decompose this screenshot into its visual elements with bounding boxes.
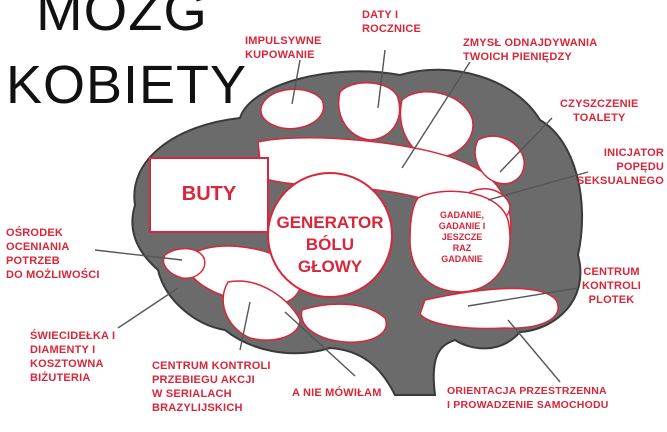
- pointer-centrum-akcji: [239, 301, 251, 351]
- brain-regions: [162, 82, 559, 343]
- label-osrodek: OŚRODEK OCENIANIA POTRZEB DO MOŻLIWOŚCI: [6, 227, 100, 281]
- pointer-osrodek: [94, 249, 183, 261]
- title-line-2: KOBIETY: [6, 55, 248, 115]
- region-buty: [149, 157, 269, 233]
- pointer-swiecidelka: [117, 287, 179, 329]
- label-nie-mowie: A NIE MÓWIŁAM: [292, 387, 382, 399]
- region-daty: [338, 82, 401, 141]
- region-gadanie: [409, 190, 511, 293]
- pointer-orientacja: [507, 319, 561, 383]
- label-zmysl: ZMYSŁ ODNAJDYWANIA TWOICH PIENIĘDZY: [463, 37, 598, 63]
- region-plotki: [419, 287, 559, 330]
- label-daty: DATY I ROCZNICE: [362, 9, 422, 35]
- region-impulsywne: [260, 88, 325, 130]
- pointer-daty: [377, 49, 386, 109]
- region-nie-mowie: [300, 303, 388, 343]
- region-centrum-akcji: [222, 280, 301, 341]
- label-gadanie: GADANIE, GADANIE I JESZCZE RAZ GADANIE: [438, 210, 486, 264]
- pointer-plotki: [467, 287, 579, 307]
- pointer-czyszczenie: [499, 117, 553, 173]
- label-swiecidelka: ŚWIECIDEŁKA I DIAMENTY I KOSZTOWNA BIŻUT…: [30, 330, 116, 384]
- pointer-zmysl: [401, 61, 471, 169]
- region-osrodek: [162, 247, 206, 279]
- label-orientacja: ORIENTACJA PRZESTRZENNA I PROWADZENIE SA…: [447, 385, 609, 411]
- pointer-nie-mowie: [284, 311, 356, 377]
- title-line-1: MÓZG: [36, 0, 208, 42]
- label-czyszczenie: CZYSZCZENIE TOALETY: [560, 98, 639, 124]
- label-impulsywne: IMPULSYWNE KUPOWANIE: [245, 35, 322, 61]
- pointer-lines: [94, 49, 589, 383]
- pointer-impulsywne: [291, 59, 301, 105]
- pointer-inicjator: [487, 171, 589, 201]
- label-centrum-akcji: CENTRUM KONTROLI PRZEBIEGU AKCJI W SERIA…: [152, 360, 271, 414]
- label-buty: BUTY: [181, 183, 237, 205]
- label-plotki: CENTRUM KONTROLI PLOTEK: [582, 266, 642, 306]
- region-generator: [267, 172, 393, 298]
- label-generator: GENERATOR BÓLU GŁOWY: [276, 213, 384, 276]
- region-czyszczenie: [474, 135, 525, 185]
- label-inicjator: INICJATOR POPĘDU SEKSUALNEGO: [576, 147, 664, 187]
